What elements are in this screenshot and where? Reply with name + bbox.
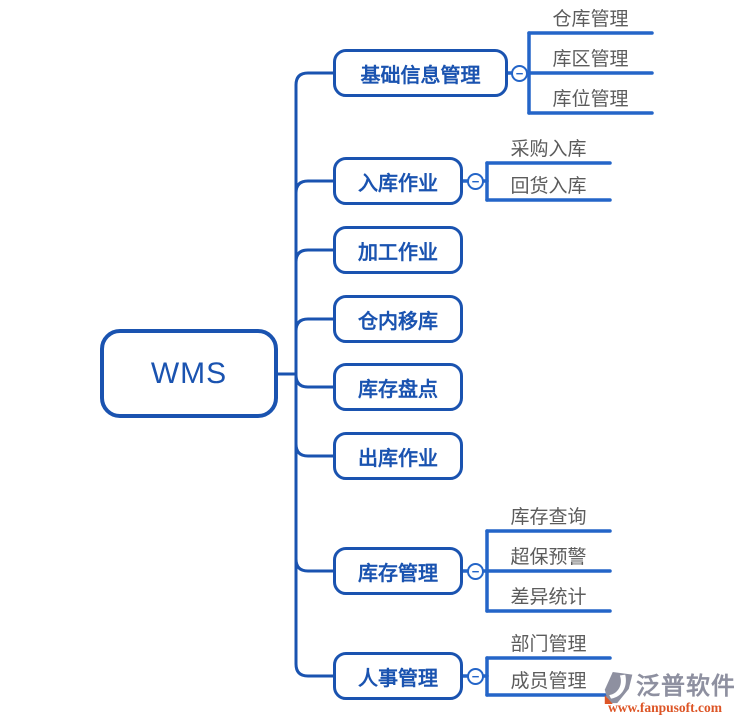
node-inventory-management[interactable]: 库存管理 xyxy=(333,547,463,595)
leaf-return-inbound[interactable]: 回货入库 xyxy=(510,176,587,197)
collapse-button[interactable]: − xyxy=(467,173,484,190)
node-basic-info-management[interactable]: 基础信息管理 xyxy=(333,49,508,97)
leaf-department-management[interactable]: 部门管理 xyxy=(510,634,587,655)
leaf-inventory-query[interactable]: 库存查询 xyxy=(510,507,587,528)
collapse-button[interactable]: − xyxy=(467,563,484,580)
node-label: 加工作业 xyxy=(358,241,438,264)
node-warehouse-transfer[interactable]: 仓内移库 xyxy=(333,295,463,343)
node-processing-operations[interactable]: 加工作业 xyxy=(333,226,463,274)
leaf-storage-location-management[interactable]: 库位管理 xyxy=(552,89,629,110)
node-outbound-operations[interactable]: 出库作业 xyxy=(333,432,463,480)
watermark-url: www.fanpusoft.com xyxy=(608,700,723,715)
collapse-button[interactable]: − xyxy=(467,668,484,685)
trunk-connectors xyxy=(276,71,335,678)
node-label: 基础信息管理 xyxy=(360,64,481,87)
node-label: 仓内移库 xyxy=(358,310,438,333)
node-personnel-management[interactable]: 人事管理 xyxy=(333,652,463,700)
node-label: 库存管理 xyxy=(358,562,438,585)
node-root-wms[interactable]: WMS xyxy=(100,329,278,418)
minus-icon: − xyxy=(471,563,480,579)
leaf-purchase-inbound[interactable]: 采购入库 xyxy=(510,139,587,160)
node-label: 入库作业 xyxy=(358,172,438,195)
leaf-over-warranty-alert[interactable]: 超保预警 xyxy=(510,547,587,568)
node-label: 人事管理 xyxy=(358,667,438,690)
minus-icon: − xyxy=(471,173,480,189)
node-label: 库存盘点 xyxy=(358,378,438,401)
child-brackets xyxy=(461,31,654,697)
node-inbound-operations[interactable]: 入库作业 xyxy=(333,157,463,205)
leaf-warehouse-management[interactable]: 仓库管理 xyxy=(552,9,629,30)
minus-icon: − xyxy=(515,65,524,81)
minus-icon: − xyxy=(471,668,480,684)
node-root-label: WMS xyxy=(150,356,228,390)
collapse-button[interactable]: − xyxy=(511,65,528,82)
watermark: 泛普软件 www.fanpusoft.com xyxy=(600,658,734,718)
fanpu-logo-icon xyxy=(604,672,633,704)
leaf-difference-statistics[interactable]: 差异统计 xyxy=(510,587,587,608)
leaf-storage-area-management[interactable]: 库区管理 xyxy=(552,49,629,70)
node-inventory-count[interactable]: 库存盘点 xyxy=(333,363,463,411)
leaf-member-management[interactable]: 成员管理 xyxy=(510,671,587,692)
node-label: 出库作业 xyxy=(358,447,438,470)
watermark-brand: 泛普软件 xyxy=(636,673,734,700)
